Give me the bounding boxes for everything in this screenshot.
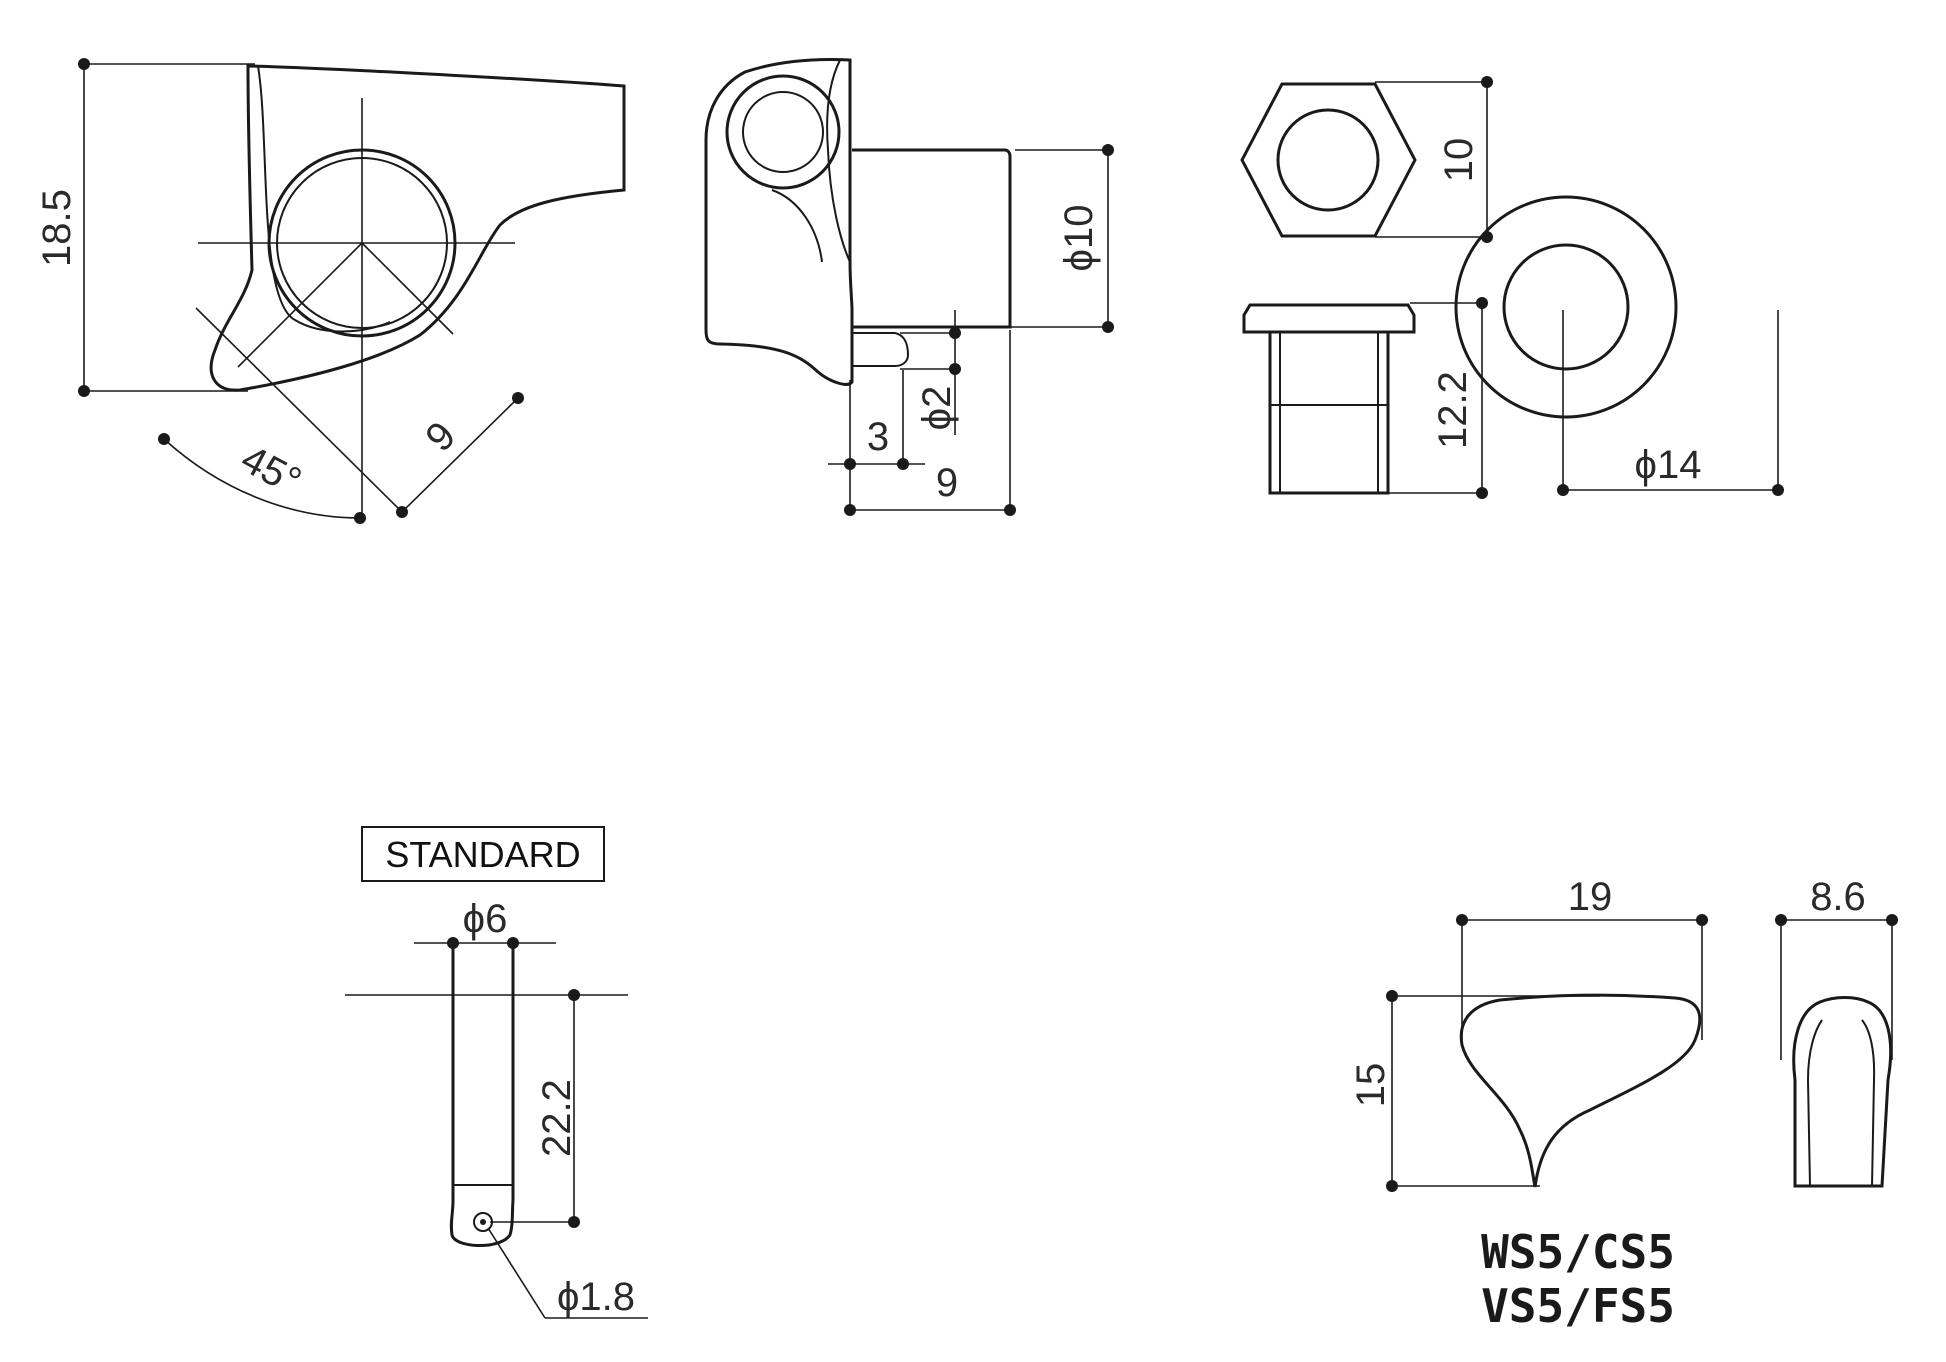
post-len-22-2-label: 22.2: [535, 1079, 579, 1157]
shaft-outline: [852, 148, 1012, 329]
height-18-5-label: 18.5: [35, 189, 79, 267]
dia-10-label: ϕ10: [1057, 205, 1101, 272]
radius-9-label: 9: [417, 413, 464, 460]
bushing-body: [1268, 332, 1390, 495]
washer-inner: [1502, 243, 1630, 371]
washer-dia-14-label: ϕ14: [1635, 443, 1702, 487]
post-dia-6-label: ϕ6: [463, 897, 508, 941]
hex-nut-top-view: 10: [1240, 76, 1493, 243]
model-label-line-2: VS5/FS5: [1481, 1279, 1675, 1333]
nut-12-2-label: 12.2: [1431, 371, 1475, 449]
angle-arc: [163, 438, 361, 519]
hex-outline: [1240, 82, 1417, 238]
standard-label: STANDARD: [385, 834, 580, 875]
knob-width-19-label: 19: [1568, 875, 1613, 919]
washer-view: ϕ14: [1454, 195, 1784, 496]
string-hole-inner: [742, 91, 824, 173]
housing-outline: [209, 64, 626, 392]
post-outline: [449, 943, 515, 1247]
string-hole-outer: [725, 74, 841, 190]
radius-9-line: [401, 397, 519, 513]
housing-inner-edge: [257, 65, 391, 333]
pin-outline: [852, 332, 910, 367]
hole-dia-1-8-label: ϕ1.8: [557, 1275, 635, 1319]
angle-line-left: [237, 242, 363, 368]
knob-side-facet-left: [1806, 1019, 1823, 1187]
knob-height-15-label: 15: [1349, 1063, 1393, 1108]
housing-front-view: ϕ10 ϕ2 3 9: [704, 58, 1114, 516]
front-housing-outline: [704, 58, 854, 386]
len-9-label: 9: [936, 461, 958, 505]
hex-bore: [1276, 108, 1380, 212]
len-3-label: 3: [867, 415, 889, 459]
knob-front-outline: [1459, 993, 1702, 1188]
standard-label-box: [361, 826, 605, 882]
dia-2-label: ϕ2: [915, 386, 959, 431]
housing-side-view: 9 45° 18.5: [35, 58, 626, 524]
bushing-side-view: 12.2: [1242, 297, 1488, 499]
knob-front-view: 19 15: [1349, 875, 1708, 1192]
angle-line-right: [361, 242, 454, 335]
front-housing-lobe: [771, 189, 823, 263]
knob-side-outline: [1792, 996, 1893, 1188]
bushing-flange: [1242, 303, 1416, 334]
knob-depth-8-6-label: 8.6: [1810, 875, 1866, 919]
knob-side-facet-right: [1861, 1019, 1876, 1187]
hex-10-label: 10: [1437, 138, 1481, 183]
angle-45-label: 45°: [234, 437, 308, 504]
radius-extension: [195, 307, 403, 513]
hole-leader: [487, 1227, 546, 1319]
washer-outer: [1454, 195, 1678, 419]
front-housing-inner: [826, 59, 851, 263]
standard-post-view: STANDARD ϕ6 22.2 ϕ1.8: [345, 826, 648, 1319]
model-label-line-1: WS5/CS5: [1481, 1225, 1675, 1279]
knob-side-view: 8.6: [1775, 875, 1898, 1188]
